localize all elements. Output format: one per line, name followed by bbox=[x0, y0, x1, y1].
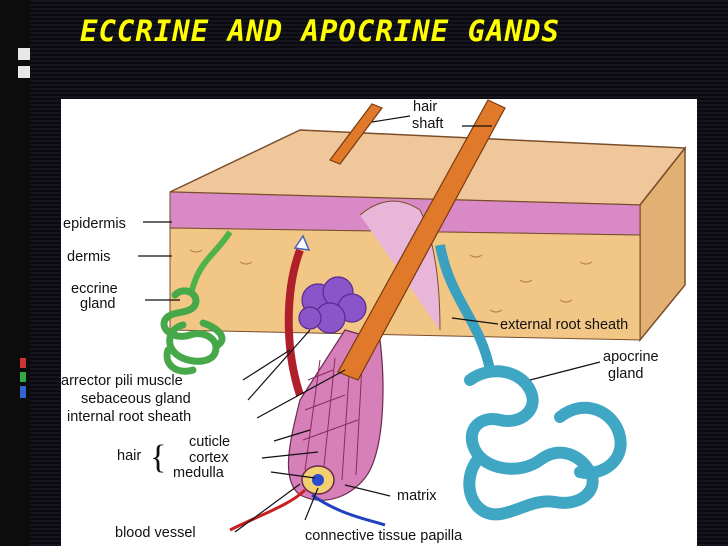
title-accent-bar-bottom bbox=[18, 66, 30, 78]
leader-lines bbox=[138, 115, 601, 533]
label-apocrine-line2: gland bbox=[608, 366, 643, 382]
label-cortex: cortex bbox=[189, 450, 229, 466]
apocrine-coil bbox=[463, 365, 627, 521]
slide-left-band bbox=[0, 0, 30, 546]
slide-title: ECCRINE AND APOCRINE GANDS bbox=[80, 14, 560, 48]
label-hair-shaft-line1: hair bbox=[413, 99, 437, 115]
label-epidermis: epidermis bbox=[63, 216, 126, 232]
label-medulla: medulla bbox=[173, 465, 225, 481]
follicle-striations bbox=[302, 357, 363, 481]
hair-shaft-long bbox=[337, 99, 506, 381]
side-marker-green bbox=[20, 372, 26, 382]
label-eccrine-line2: gland bbox=[80, 296, 115, 312]
title-accent-bar-top bbox=[18, 48, 30, 60]
blood-vessel-blue bbox=[311, 493, 386, 527]
label-sebaceous-gland: sebaceous gland bbox=[81, 391, 191, 407]
arrector-pili-muscle bbox=[284, 248, 304, 397]
label-eccrine-line1: eccrine bbox=[71, 281, 118, 297]
dermis-texture bbox=[189, 249, 593, 313]
skin-diagram-svg: hair shaft epidermis dermis eccrine glan… bbox=[61, 99, 687, 544]
label-internal-root-sheath: internal root sheath bbox=[67, 409, 191, 425]
hair-shaft-short bbox=[329, 103, 383, 165]
label-hair-shaft-line2: shaft bbox=[412, 116, 443, 132]
eccrine-duct bbox=[189, 230, 233, 291]
side-marker-red bbox=[20, 358, 26, 368]
blood-vessel-red bbox=[229, 488, 307, 532]
side-marker-blue bbox=[20, 386, 26, 398]
apocrine-duct bbox=[435, 244, 495, 372]
eccrine-coil bbox=[160, 287, 226, 375]
label-matrix: matrix bbox=[397, 488, 437, 504]
label-apocrine-line1: apocrine bbox=[603, 349, 659, 365]
skin-diagram: hair shaft epidermis dermis eccrine glan… bbox=[61, 99, 697, 546]
label-hair: hair bbox=[117, 448, 141, 464]
label-connective-tissue-papilla: connective tissue papilla bbox=[305, 528, 463, 544]
label-external-root-sheath: external root sheath bbox=[500, 317, 628, 333]
arrector-pili-tip bbox=[293, 234, 311, 251]
label-cuticle: cuticle bbox=[189, 434, 230, 450]
label-dermis: dermis bbox=[67, 249, 111, 265]
hair-brace: { bbox=[150, 439, 166, 476]
sebaceous-gland bbox=[298, 276, 367, 334]
label-blood-vessel: blood vessel bbox=[115, 525, 196, 541]
dermal-papilla bbox=[312, 474, 324, 486]
label-arrector-pili-muscle: arrector pili muscle bbox=[61, 373, 183, 389]
